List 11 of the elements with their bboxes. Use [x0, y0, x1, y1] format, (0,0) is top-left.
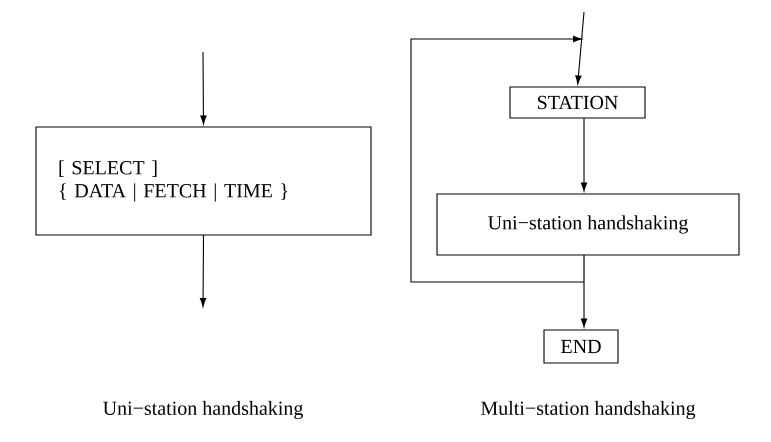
loop-arrow [410, 36, 585, 283]
arrow [200, 236, 206, 307]
process-box: END [543, 329, 619, 364]
arrow [580, 118, 588, 192]
arrow [575, 12, 585, 84]
caption: Uni−station handshaking [103, 400, 303, 420]
process-box: Uni−station handshaking [436, 193, 740, 256]
arrow [200, 52, 207, 124]
process-box: STATION [509, 86, 646, 119]
caption: Multi−station handshaking [481, 400, 696, 420]
statement-box: [ SELECT ] { DATA | FETCH | TIME } [35, 126, 372, 236]
